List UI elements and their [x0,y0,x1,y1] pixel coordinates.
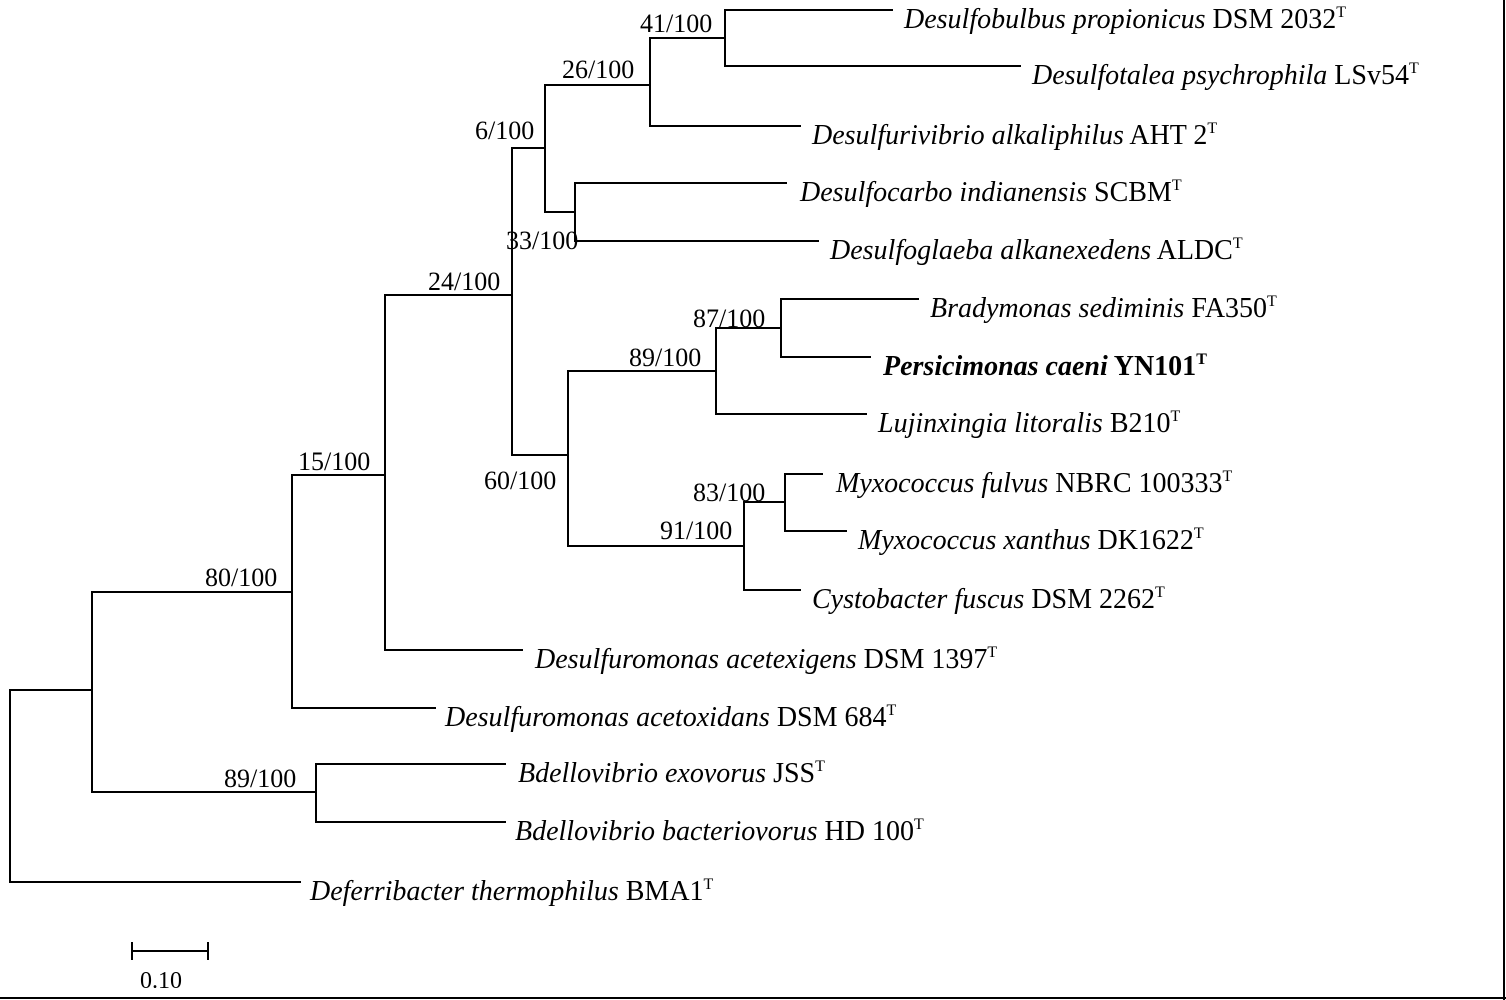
taxon-label: Desulfuromonas acetoxidans DSM 684T [444,702,897,733]
taxon-label: Bradymonas sediminis FA350T [930,293,1277,324]
support-label: 80/100 [205,563,277,592]
taxon-label: Deferribacter thermophilus BMA1T [309,876,714,907]
support-label: 91/100 [660,516,732,545]
scale-bar: 0.10 [131,942,209,994]
support-label: 33/100 [506,226,578,255]
taxon-labels: Desulfobulbus propionicus DSM 2032T Desu… [309,4,1419,907]
taxon-label: Myxococcus fulvus NBRC 100333T [835,468,1233,499]
support-label: 87/100 [693,304,765,333]
support-label: 15/100 [298,447,370,476]
taxon-label: Myxococcus xanthus DK1622T [857,525,1204,556]
support-label: 6/100 [475,116,534,145]
support-label: 83/100 [693,478,765,507]
support-label: 41/100 [640,9,712,38]
support-label: 89/100 [224,764,296,793]
bootstrap-support-labels: 41/100 26/100 6/100 33/100 24/100 87/100… [205,9,765,793]
taxon-label: Desulfobulbus propionicus DSM 2032T [903,4,1346,35]
taxon-label: Bdellovibrio exovorus JSST [518,758,825,789]
taxon-label: Desulfurivibrio alkaliphilus AHT 2T [811,120,1217,151]
taxon-label: Cystobacter fuscus DSM 2262T [812,584,1165,615]
taxon-label: Desulfotalea psychrophila LSv54T [1031,60,1419,91]
taxon-label: Desulfocarbo indianensis SCBMT [799,177,1182,208]
taxon-label: Bdellovibrio bacteriovorus HD 100T [515,816,924,847]
support-label: 60/100 [484,466,556,495]
support-label: 24/100 [428,267,500,296]
tree-branches [9,9,1021,883]
taxon-label: Desulfoglaeba alkanexedens ALDCT [829,235,1243,266]
support-label: 89/100 [629,343,701,372]
support-label: 26/100 [562,55,634,84]
taxon-label-highlighted: Persicimonas caeni YN101T [882,351,1207,382]
taxon-label: Lujinxingia litoralis B210T [877,408,1181,439]
taxon-label: Desulfuromonas acetexigens DSM 1397T [534,644,997,675]
scale-bar-label: 0.10 [140,968,182,994]
